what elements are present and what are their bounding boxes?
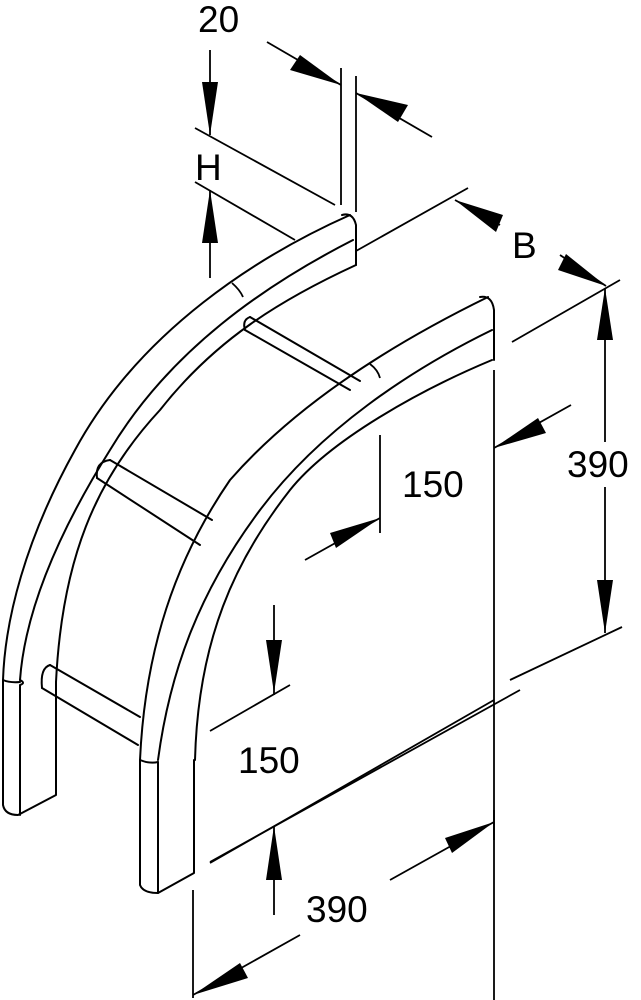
- cable-tray-bend: [2, 213, 495, 894]
- dimension-390-horizontal: 390: [192, 810, 495, 998]
- dimension-label-b: B: [512, 225, 537, 266]
- rung-bottom: [40, 664, 141, 746]
- dimension-label-390-right: 390: [567, 444, 629, 485]
- rung-top: [243, 316, 361, 391]
- dimension-label-390-bottom: 390: [306, 889, 368, 930]
- dimension-label-20: 20: [198, 0, 239, 40]
- dimension-150-vertical: 150: [209, 605, 521, 915]
- rung-middle: [95, 459, 213, 546]
- dimension-label-150-top: 150: [402, 464, 464, 505]
- dimension-label-150-bottom: 150: [238, 740, 300, 781]
- dimension-390-vertical: 390: [509, 288, 629, 681]
- dimension-20: 20: [198, 0, 433, 212]
- dimension-label-h: H: [195, 147, 222, 188]
- dimension-h: H: [194, 50, 336, 278]
- dimension-150-horizontal: 150: [304, 370, 572, 1000]
- dimension-b: B: [355, 187, 621, 343]
